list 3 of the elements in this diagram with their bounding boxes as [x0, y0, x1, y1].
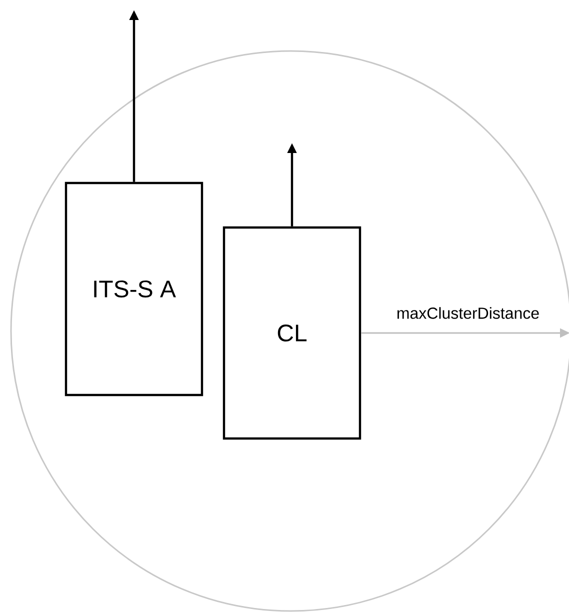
process-box: ITS-S A [64, 182, 204, 396]
edge-label: maxClusterDistance [395, 306, 541, 320]
process-box: CL [222, 226, 362, 440]
